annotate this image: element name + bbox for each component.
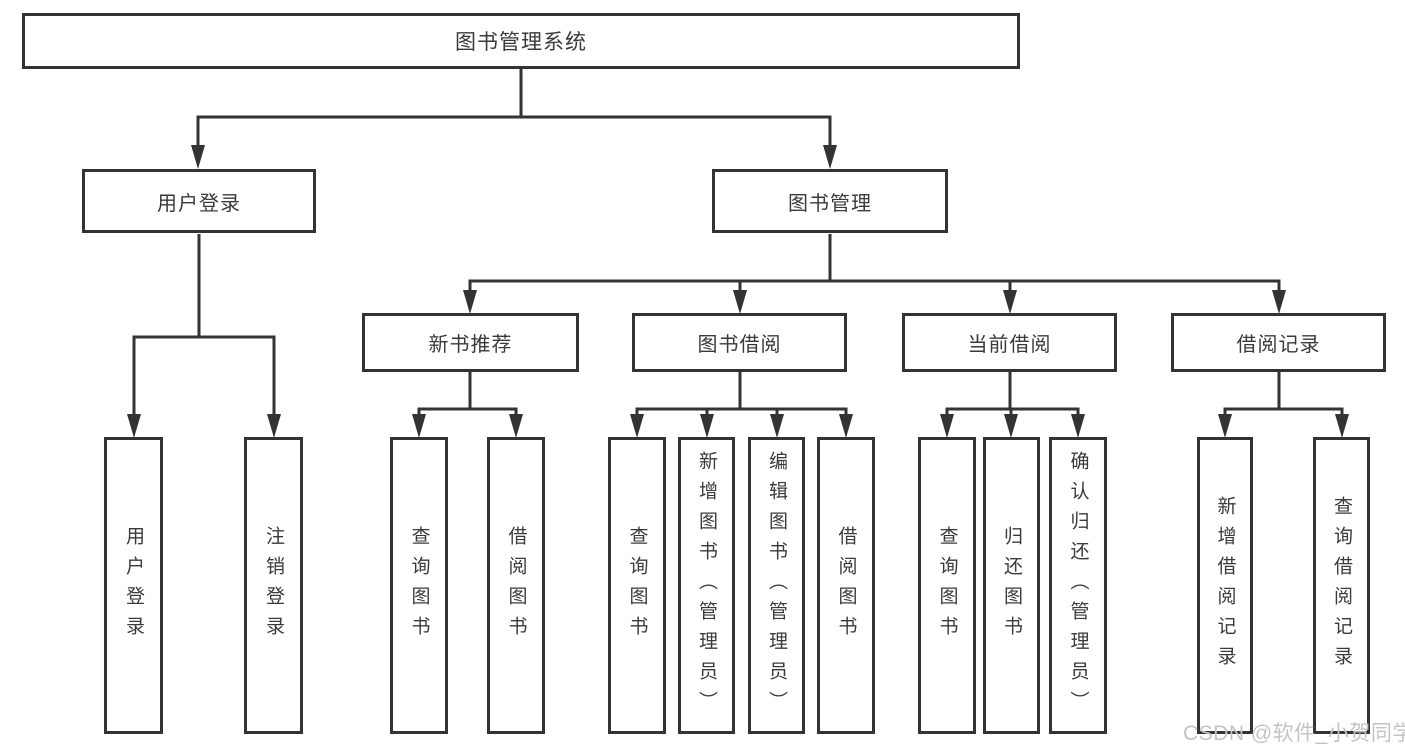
connector-book-management-to-level3 [463,234,1286,314]
connector-borrowing-records-to-leaves [1218,371,1349,438]
leaf-query-borrow-record: 查询借阅记录 [1313,437,1370,734]
leaf-query-books-recommend-label: 查询图书 [408,525,430,646]
leaf-query-books-borrowing-label: 查询图书 [626,525,648,646]
leaf-query-books-current-label: 查询图书 [936,525,958,646]
csdn-watermark: CSDN @软件_小贺同学 [1183,722,1405,745]
leaf-edit-books-admin-label: 编辑图书（管理员） [766,450,787,721]
node-user-login-label: 用户登录 [157,192,241,215]
leaf-user-login: 用户登录 [104,437,163,734]
node-root-library-management-system: 图书管理系统 [22,13,1020,69]
node-current-borrowing: 当前借阅 [902,313,1117,372]
node-borrowing-records: 借阅记录 [1171,313,1386,372]
node-current-borrowing-label: 当前借阅 [967,334,1052,356]
leaf-query-books-recommend: 查询图书 [390,437,448,734]
leaf-edit-books-admin: 编辑图书（管理员） [748,437,805,734]
leaf-return-books: 归还图书 [983,437,1040,734]
node-new-book-recommendation-label: 新书推荐 [428,334,513,356]
leaf-borrow-books-label: 借阅图书 [835,525,857,646]
leaf-logout: 注销登录 [244,437,303,734]
leaf-confirm-return-admin: 确认归还（管理员） [1049,437,1107,734]
leaf-query-borrow-record-label: 查询借阅记录 [1331,495,1352,676]
leaf-add-books-admin-label: 新增图书（管理员） [696,450,717,721]
node-book-borrowing: 图书借阅 [632,313,847,372]
leaf-confirm-return-admin-label: 确认归还（管理员） [1067,450,1089,721]
leaf-borrow-books-recommend: 借阅图书 [487,437,545,734]
leaf-add-books-admin: 新增图书（管理员） [678,437,735,734]
node-book-borrowing-label: 图书借阅 [697,334,782,356]
leaf-query-books-current: 查询图书 [918,437,976,734]
node-root-label: 图书管理系统 [455,31,587,54]
leaf-add-borrow-record-label: 新增借阅记录 [1214,495,1236,676]
leaf-logout-label: 注销登录 [263,525,284,646]
leaf-user-login-label: 用户登录 [123,525,144,646]
leaf-borrow-books-recommend-label: 借阅图书 [505,525,527,646]
node-book-management: 图书管理 [712,169,948,233]
connector-current-borrowing-to-leaves [940,371,1085,438]
node-book-management-label: 图书管理 [788,192,872,215]
connector-new-book-recommendation-to-leaves [412,371,523,438]
node-user-login: 用户登录 [82,169,316,233]
node-borrowing-records-label: 借阅记录 [1236,334,1321,356]
connector-user-login-to-leaves [127,234,281,438]
node-new-book-recommendation: 新书推荐 [362,313,579,372]
leaf-return-books-label: 归还图书 [1001,525,1022,646]
connector-book-borrowing-to-leaves [630,371,853,438]
leaf-borrow-books: 借阅图书 [817,437,875,734]
leaf-query-books-borrowing: 查询图书 [608,437,666,734]
leaf-add-borrow-record: 新增借阅记录 [1197,437,1253,734]
connector-root-to-level2 [191,69,837,169]
